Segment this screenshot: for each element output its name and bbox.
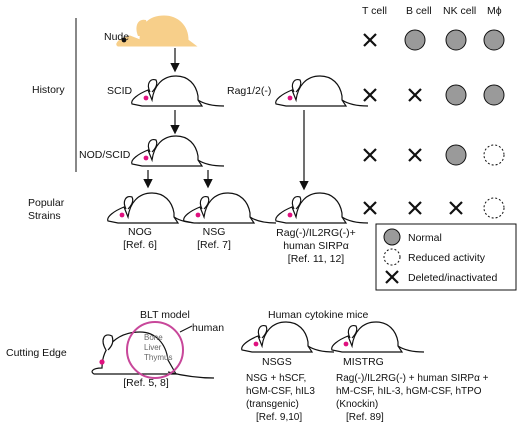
- legend-normal-label: Normal: [408, 232, 442, 244]
- legend-reduced-label: Reduced activity: [408, 252, 486, 264]
- status-row3-macrophage-reduced: [483, 144, 505, 166]
- ref-nog: [Ref. 6]: [123, 239, 157, 251]
- status-row4-macrophage-reduced: [483, 197, 505, 219]
- status-row1-nk-cell-normal: [445, 29, 467, 51]
- nsgs-mouse: [241, 321, 335, 353]
- status-row1-b-cell-normal: [404, 29, 426, 51]
- scid-eye: [143, 95, 149, 101]
- blt-human-label: human: [192, 322, 224, 334]
- col-header-t-cell: T cell: [362, 5, 387, 17]
- status-row4-t-cell-deleted: [363, 201, 377, 215]
- col-header-macrophage: Mϕ: [487, 5, 502, 17]
- section-popular-line1: Popular: [28, 197, 65, 209]
- status-row1-macrophage-normal: [483, 29, 505, 51]
- label-nsgs: NSGS: [262, 356, 292, 368]
- nsg-mouse: [183, 192, 277, 224]
- blt-mouse: [91, 321, 215, 379]
- label-ragil2rg-line1: Rag(-)/IL2RG(-)+: [276, 227, 356, 239]
- blt-eye: [99, 359, 105, 365]
- legend-deleted-label: Deleted/inactivated: [408, 272, 497, 284]
- rag-mouse: [275, 75, 369, 107]
- legend: Normal Reduced activity Deleted/inactiva…: [375, 223, 517, 291]
- status-row3-t-cell-deleted: [363, 148, 377, 162]
- status-row2-macrophage-normal: [483, 84, 505, 106]
- legend-reduced-symbol: [383, 248, 401, 266]
- status-row3-nk-cell-normal: [445, 144, 467, 166]
- cytokine-title: Human cytokine mice: [268, 309, 369, 321]
- label-nod-scid: NOD/SCID: [79, 149, 131, 161]
- nog-mouse: [107, 192, 201, 224]
- blt-organ-bone: Bone: [144, 333, 163, 342]
- nsgs-desc-3: (transgenic): [246, 399, 299, 410]
- nude-eye: [121, 37, 127, 43]
- section-popular-line2: Strains: [28, 210, 61, 222]
- ref-ragil2rg: [Ref. 11, 12]: [288, 253, 345, 265]
- label-mistrg: MISTRG: [343, 356, 384, 368]
- col-header-b-cell: B cell: [406, 5, 432, 17]
- status-row2-b-cell-deleted: [408, 88, 422, 102]
- blt-human-pointer: [179, 325, 193, 333]
- nsg-eye: [195, 212, 201, 218]
- nodscid-mouse: [131, 135, 225, 167]
- status-row2-nk-cell-normal: [445, 84, 467, 106]
- label-rag: Rag1/2(-): [227, 85, 271, 97]
- nsgs-eye: [253, 341, 259, 347]
- status-row2-t-cell-deleted: [363, 88, 377, 102]
- blt-ref: [Ref. 5, 8]: [123, 377, 169, 389]
- ragil2rg-eye: [287, 212, 293, 218]
- status-grid: [363, 29, 505, 219]
- mistrg-mouse: [331, 321, 425, 353]
- nodscid-eye: [143, 155, 149, 161]
- rag-eye: [287, 95, 293, 101]
- blt-graft-ring: [126, 321, 184, 379]
- blt-organ-thymus: Thymus: [144, 353, 172, 362]
- mistrg-eye: [343, 341, 349, 347]
- nude-mouse: [116, 15, 198, 47]
- status-row4-nk-cell-deleted: [449, 201, 463, 215]
- col-header-nk-cell: NK cell: [443, 5, 476, 17]
- section-cutting-edge: Cutting Edge: [6, 347, 67, 359]
- blt-title: BLT model: [140, 309, 190, 321]
- mistrg-desc-3: (Knockin): [336, 399, 378, 410]
- legend-normal-symbol: [383, 228, 401, 246]
- label-ragil2rg-line2: human SIRPα: [283, 240, 349, 252]
- blt-organ-liver: Liver: [144, 343, 162, 352]
- ragil2rg-mouse: [275, 192, 369, 224]
- legend-deleted-symbol: [385, 270, 399, 284]
- section-history: History: [32, 84, 65, 96]
- label-nude: Nude: [104, 31, 129, 43]
- label-nog: NOG: [128, 226, 152, 238]
- status-row4-b-cell-deleted: [408, 201, 422, 215]
- nsgs-desc-2: hGM-CSF, hIL3: [246, 386, 315, 397]
- nsgs-ref: [Ref. 9,10]: [256, 412, 302, 423]
- mistrg-desc-2: hM-CSF, hIL-3, hGM-CSF, hTPO: [336, 386, 482, 397]
- status-row3-b-cell-deleted: [408, 148, 422, 162]
- mistrg-desc-1: Rag(-)/IL2RG(-) + human SIRPα +: [336, 373, 489, 384]
- label-scid: SCID: [107, 85, 133, 97]
- status-row1-t-cell-deleted: [363, 33, 377, 47]
- scid-mouse: [131, 75, 225, 107]
- label-nsg: NSG: [203, 226, 226, 238]
- nsgs-desc-1: NSG + hSCF,: [246, 373, 306, 384]
- nog-eye: [119, 212, 125, 218]
- ref-nsg: [Ref. 7]: [197, 239, 231, 251]
- mistrg-ref: [Ref. 89]: [346, 412, 384, 423]
